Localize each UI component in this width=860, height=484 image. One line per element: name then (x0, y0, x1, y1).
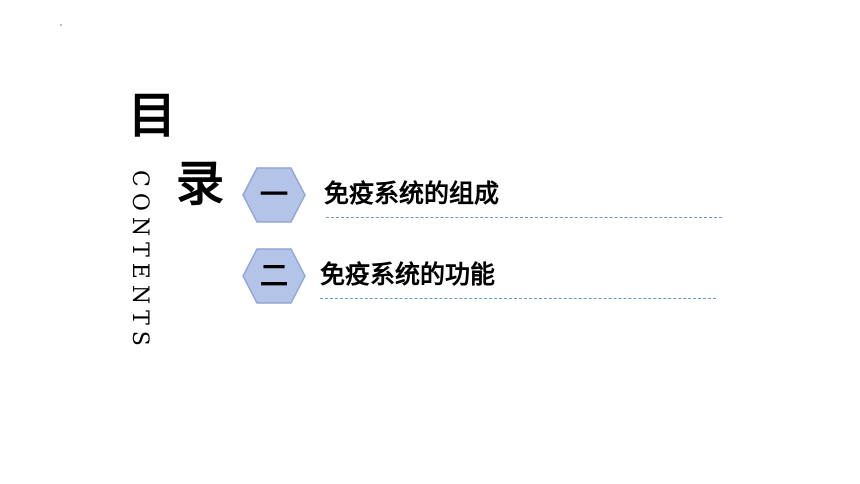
hexagon-badge-icon (242, 248, 306, 304)
toc-item-2[interactable]: 二 免疫系统的功能 (242, 248, 732, 306)
toc-item-label: 免疫系统的功能 (320, 260, 496, 289)
toc-item-number: 一 (259, 178, 288, 211)
toc-item-1[interactable]: 一 免疫系统的组成 (242, 167, 732, 225)
contents-subtitle: CONTENTS (127, 170, 152, 352)
toc-item-label: 免疫系统的组成 (324, 179, 500, 208)
toc-item-number: 二 (259, 259, 288, 292)
decorative-dot (60, 24, 62, 26)
title-char-lu: 录 (176, 156, 225, 212)
hexagon-badge-icon (242, 167, 306, 223)
dashed-divider (320, 298, 716, 299)
dashed-divider (326, 217, 722, 218)
title-char-mu: 目 (128, 88, 177, 144)
